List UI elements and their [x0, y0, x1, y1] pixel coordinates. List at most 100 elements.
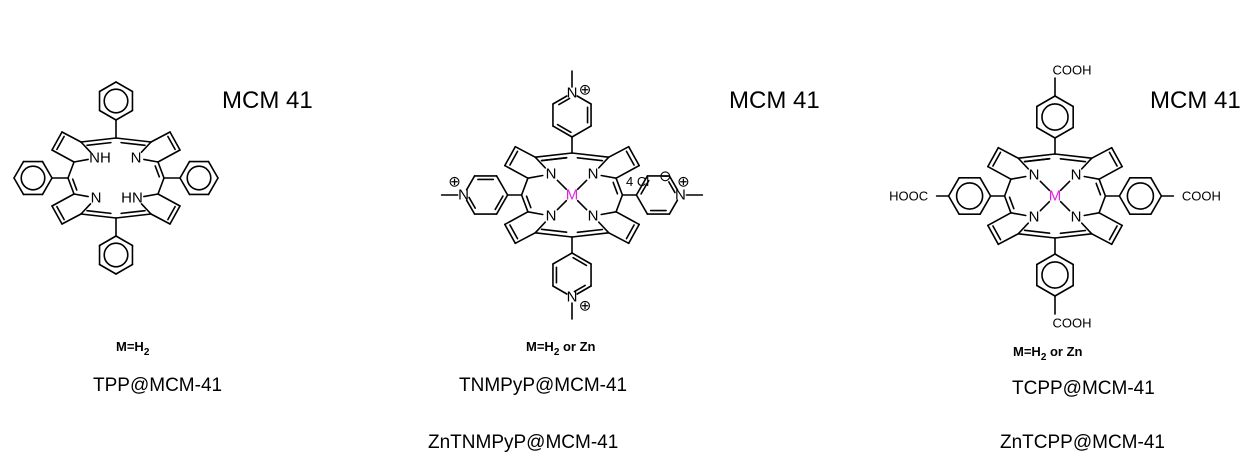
- ring-bond: [571, 252, 592, 265]
- cooh-group-bottom: COOH: [1053, 316, 1092, 331]
- pyrrole-nitrogen: N: [546, 208, 557, 225]
- pyrrole-nitrogen: N: [91, 190, 102, 207]
- bond: [997, 146, 1020, 159]
- pyridinium-nitrogen: N: [458, 187, 469, 204]
- bond: [1090, 146, 1113, 159]
- aryl-ring-top: [1041, 103, 1069, 131]
- c-n-bond: [1080, 157, 1093, 170]
- bond: [1098, 195, 1107, 214]
- ring-bond: [552, 95, 568, 105]
- positive-charge-symbol: ⊕: [579, 298, 592, 315]
- ring-bond: [635, 194, 649, 215]
- bond: [51, 149, 75, 163]
- aryl-ring-left: [955, 182, 984, 210]
- ring-double-bond: [572, 256, 588, 267]
- meso-double-bond: [1008, 196, 1015, 210]
- meso-double-bond: [120, 141, 146, 147]
- support-label-1: MCM 41: [222, 87, 313, 114]
- bond: [986, 224, 1000, 246]
- beta-double-bond: [509, 224, 519, 240]
- ring-bond: [635, 175, 649, 196]
- pyrrole-nitrogen: N: [1029, 167, 1040, 184]
- ring-bond: [1036, 126, 1056, 139]
- chloride-charge-symbol: ⊖: [659, 168, 672, 185]
- bond: [986, 212, 1012, 227]
- metal-coordination-bond: [1059, 180, 1071, 192]
- ring-bond: [576, 95, 592, 105]
- ring-bond: [465, 175, 476, 191]
- support-label-3: MCM 41: [1150, 87, 1241, 114]
- bond: [1003, 195, 1012, 214]
- beta-double-bond: [167, 205, 176, 221]
- metal-coordination-bond: [1039, 180, 1051, 192]
- bond: [169, 205, 181, 225]
- ring-bond: [1054, 95, 1074, 108]
- c-n-bond: [597, 156, 610, 169]
- ring-bond: [571, 125, 592, 138]
- ring-bond: [668, 199, 679, 215]
- bond: [607, 145, 630, 158]
- nh-group: NH: [89, 150, 111, 167]
- beta-double-bond: [992, 225, 1002, 241]
- ring-bond: [1054, 284, 1074, 297]
- bond: [157, 193, 181, 207]
- c-n-bond: [1010, 175, 1027, 180]
- c-n-bond: [73, 193, 89, 198]
- ring-bond: [98, 81, 117, 93]
- meso-double-bond: [154, 165, 161, 178]
- ring-bond: [115, 109, 134, 121]
- bond: [51, 205, 63, 225]
- beta-double-bond: [1108, 225, 1118, 241]
- ring-bond: [1036, 253, 1056, 266]
- bond: [1110, 224, 1123, 246]
- bond: [1090, 233, 1113, 246]
- beta-double-bond: [167, 135, 176, 151]
- c-n-bond: [1010, 212, 1027, 217]
- metal-center: M: [1049, 188, 1062, 205]
- condition-label-1: M=H2: [116, 339, 150, 358]
- ring-bond: [207, 177, 219, 196]
- positive-charge-symbol: ⊕: [448, 174, 461, 191]
- c-n-bond: [140, 203, 152, 215]
- cooh-group-top: COOH: [1053, 63, 1092, 78]
- ring-bond: [947, 177, 960, 197]
- meso-double-bond: [1059, 229, 1087, 235]
- bond: [607, 232, 630, 245]
- metal-coordination-bond: [1059, 200, 1071, 212]
- ring-bond: [1054, 126, 1074, 139]
- ring-bond: [465, 199, 476, 215]
- ring-bond: [1150, 195, 1163, 215]
- ring-bond: [495, 194, 509, 215]
- c-n-bond: [1017, 222, 1030, 235]
- bond: [571, 232, 610, 238]
- ring-bond: [41, 177, 53, 196]
- bond: [503, 145, 517, 167]
- ring-bond: [13, 177, 25, 196]
- pyrrole-nitrogen: N: [546, 166, 557, 183]
- bond: [61, 213, 82, 225]
- bond: [615, 164, 641, 179]
- bond: [627, 223, 641, 245]
- bond: [514, 145, 537, 158]
- c-n-bond: [527, 211, 544, 216]
- c-n-bond: [143, 158, 159, 163]
- bond: [534, 232, 573, 238]
- phenyl-ring-left: [20, 165, 46, 191]
- bond: [503, 223, 517, 245]
- bond: [169, 131, 181, 151]
- c-n-bond: [600, 174, 617, 179]
- ring-bond: [668, 175, 679, 191]
- bond: [986, 165, 1012, 180]
- pyridinium-nitrogen: N: [567, 289, 578, 306]
- bond: [503, 211, 529, 226]
- bond: [986, 146, 1000, 168]
- ring-bond: [115, 81, 134, 93]
- compound-name-tpp: TPP@MCM-41: [93, 375, 222, 396]
- c-n-bond: [1017, 157, 1030, 170]
- bond: [1098, 165, 1123, 180]
- bond: [61, 131, 82, 143]
- bond: [1054, 153, 1093, 159]
- ring-bond: [1118, 177, 1131, 197]
